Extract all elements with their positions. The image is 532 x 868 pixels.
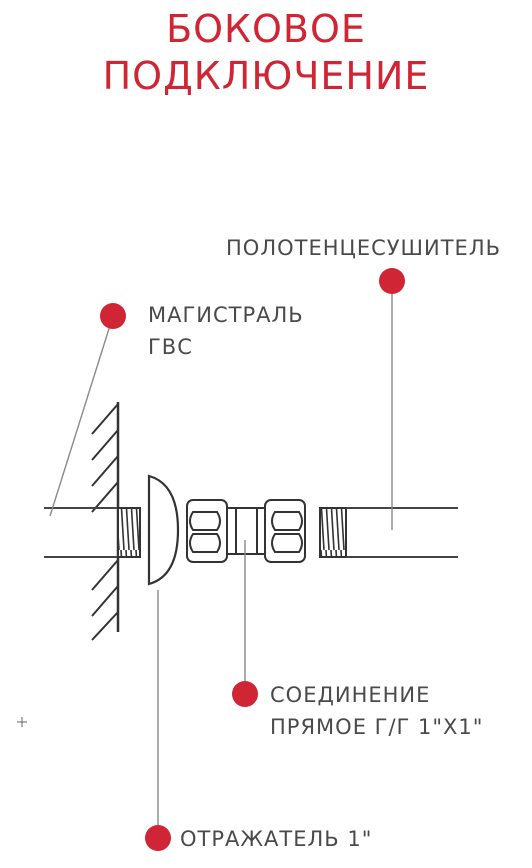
callout-dot-towel-dryer — [379, 268, 405, 294]
main-pipe — [44, 507, 141, 558]
label-main-line-2: ГВС — [148, 335, 193, 359]
towel-dryer-pipe — [319, 507, 458, 558]
reflector — [147, 474, 180, 586]
leader-main-line — [49, 315, 114, 517]
page-title-line1: БОКОВОЕ — [166, 7, 366, 51]
callout-dot-connector — [232, 681, 258, 707]
wall — [91, 402, 120, 641]
plus-icon — [17, 717, 27, 727]
label-connector-1: СОЕДИНЕНИЕ — [270, 683, 431, 707]
page-title-line2: ПОДКЛЮЧЕНИЕ — [102, 54, 430, 98]
straight-connector — [186, 499, 306, 563]
callout-dot-main-line — [100, 303, 126, 329]
label-connector-2: ПРЯМОЕ Г/Г 1"Х1" — [270, 715, 484, 739]
callout-dot-reflector — [145, 825, 171, 851]
label-main-line-1: МАГИСТРАЛЬ — [148, 303, 304, 327]
label-towel-dryer: ПОЛОТЕНЦЕСУШИТЕЛЬ — [226, 236, 502, 260]
label-reflector: ОТРАЖАТЕЛЬ 1" — [180, 827, 373, 851]
